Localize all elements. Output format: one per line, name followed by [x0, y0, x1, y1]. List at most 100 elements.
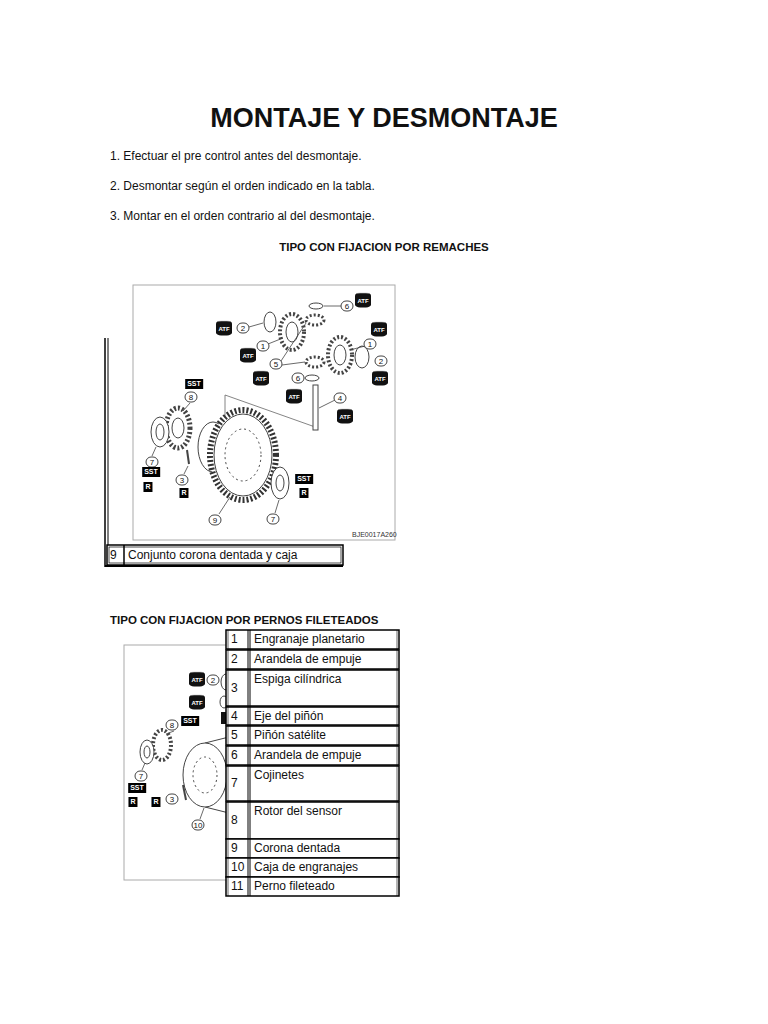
bearing — [271, 467, 289, 499]
table-cell: Conjunto corona dentada y caja — [128, 548, 297, 562]
parts-table-1 — [105, 338, 343, 567]
callout-number: 6 — [292, 373, 305, 384]
fluid-tag: ATF — [355, 293, 371, 308]
table-cell: 2 — [231, 652, 238, 666]
table-cell: 6 — [231, 748, 238, 762]
ring-gear-bolts — [225, 429, 261, 481]
leader-line — [184, 466, 188, 474]
table-cell: 7 — [231, 776, 238, 790]
table-rule — [248, 630, 249, 896]
table-cell: 8 — [231, 813, 238, 827]
fluid-tag: ATF — [216, 321, 232, 336]
side-gear-bore — [334, 345, 346, 365]
table-row — [226, 877, 399, 896]
exploded-view-riveted — [133, 285, 395, 540]
leader-line — [275, 500, 279, 513]
leader-line — [142, 763, 145, 770]
ring-gear-teeth — [210, 410, 276, 500]
dowel-pin — [183, 785, 186, 800]
bearing-bore — [144, 746, 150, 758]
table-cell: Rotor del sensor — [254, 804, 342, 818]
fluid-tag: ATF — [253, 371, 269, 386]
callout-number: 7 — [146, 457, 159, 468]
table-cell: 10 — [231, 860, 244, 874]
pinion-gear — [306, 315, 324, 325]
leader-line — [183, 403, 190, 411]
table-row — [226, 670, 399, 706]
bearing-bore — [156, 424, 164, 440]
leader-line — [166, 731, 174, 734]
tool-tag: R — [151, 797, 160, 807]
side-gear-bore — [286, 322, 298, 342]
fluid-tag: ATF — [189, 672, 205, 687]
table-row — [226, 802, 399, 839]
callout-number: 2 — [207, 675, 220, 686]
table-cell: Arandela de empuje — [254, 652, 361, 666]
table-cell: Perno fileteado — [254, 879, 335, 893]
tool-tag: R — [143, 482, 152, 492]
table-rule — [250, 630, 251, 896]
table-row — [226, 630, 399, 649]
section-heading: TIPO CON FIJACION POR REMACHES — [279, 240, 489, 254]
fluid-tag: ATF — [337, 409, 353, 424]
figure-frame — [133, 285, 395, 540]
thrust-washer — [309, 303, 323, 309]
table-cell: Corona dentada — [254, 841, 340, 855]
callout-number: 7 — [135, 771, 148, 782]
table-rule — [104, 338, 106, 567]
callout-number: 4 — [334, 393, 347, 404]
instruction-step: 1. Efectuar el pre control antes del des… — [110, 149, 361, 163]
table-cell: Piñón satélite — [254, 728, 326, 742]
tool-tag: SST — [295, 474, 313, 484]
leader-line — [219, 497, 230, 514]
table-rule — [105, 565, 343, 567]
callout-number: 10 — [192, 820, 205, 831]
leader-line — [282, 362, 305, 365]
leader-line — [152, 447, 156, 456]
callout-number: 7 — [267, 514, 280, 525]
leader-line — [268, 338, 283, 344]
table-row — [226, 707, 399, 725]
pinion-shaft — [313, 385, 318, 430]
callout-number: 1 — [364, 339, 377, 350]
table-row — [226, 766, 399, 801]
table-row — [226, 839, 399, 858]
leader-line — [200, 808, 204, 819]
table-cell: Eje del piñón — [254, 709, 323, 723]
table-cell: Cojinetes — [254, 768, 304, 782]
table-row-inner — [109, 547, 341, 563]
instruction-step: 2. Desmontar según el orden indicado en … — [110, 179, 375, 193]
tool-tag: SST — [142, 467, 160, 477]
gear-case-bolts — [193, 757, 217, 793]
table-cell: Espiga cilíndrica — [254, 672, 341, 686]
callout-number: 3 — [176, 475, 189, 486]
callout-number: 8 — [166, 720, 179, 731]
table-row — [107, 545, 343, 565]
table-cell: Arandela de empuje — [254, 748, 361, 762]
tool-tag: R — [128, 797, 137, 807]
table-cell: 9 — [110, 548, 117, 562]
tool-tag: SST — [185, 379, 203, 389]
callout-number: 1 — [257, 341, 270, 352]
callout-number: 9 — [209, 515, 222, 526]
table-cell: 3 — [231, 681, 238, 695]
callout-number: 6 — [341, 301, 354, 312]
leader-line — [324, 306, 341, 307]
fluid-tag: ATF — [286, 389, 302, 404]
table-cell: 9 — [231, 841, 238, 855]
table-row — [226, 650, 399, 669]
table-cell: Engranaje planetario — [254, 632, 365, 646]
sensor-rotor-teeth — [166, 408, 190, 448]
fluid-tag: ATF — [371, 322, 387, 337]
leader-line — [281, 323, 306, 361]
callout-number: 3 — [166, 794, 179, 805]
ring-gear — [214, 414, 272, 496]
side-gear — [328, 337, 352, 373]
gear-case-flange — [183, 743, 227, 807]
pinion-gear — [306, 357, 324, 367]
table-cell: 5 — [231, 728, 238, 742]
tool-tag: SST — [128, 783, 146, 793]
table-cell: 1 — [231, 632, 238, 646]
parts-table-2 — [226, 630, 399, 896]
